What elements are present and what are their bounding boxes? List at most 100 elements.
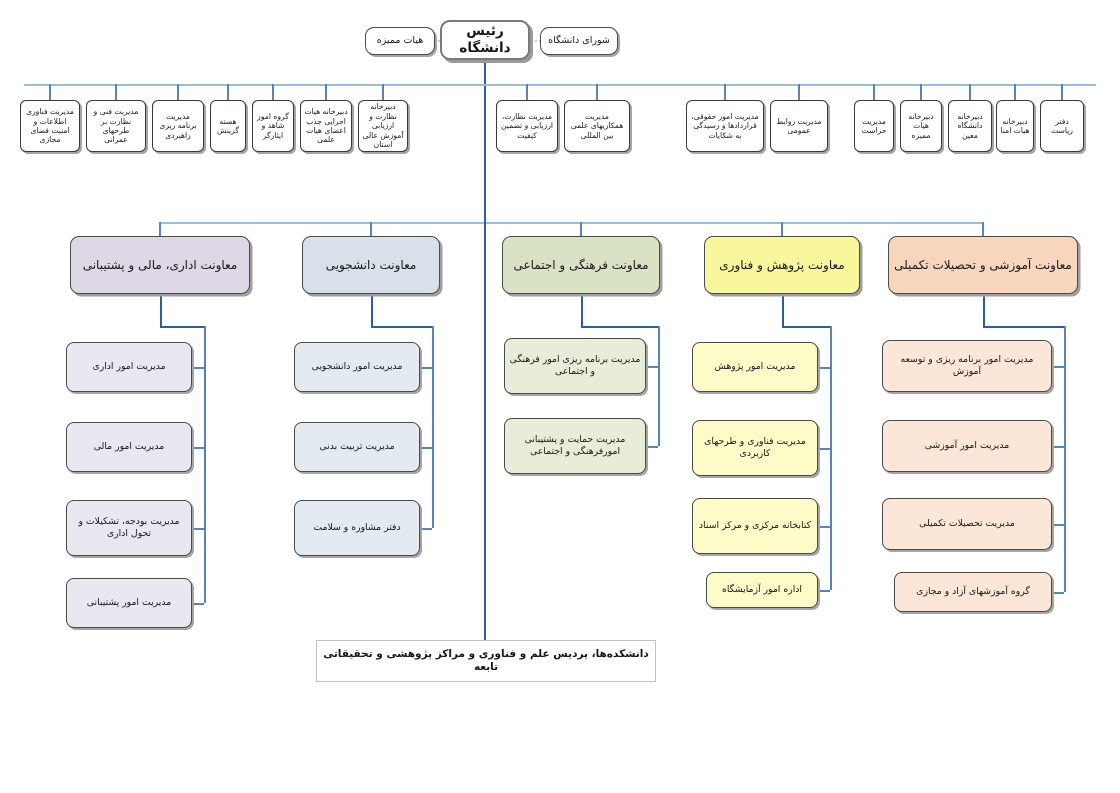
connector-vertical [581,294,583,326]
staff-unit-node-label: مدیریت برنامه ریزی راهبردی [159,111,197,140]
unit-node[interactable]: مدیریت امور مالی [66,422,192,472]
unit-node[interactable]: مدیریت فناوری و طرحهای کاربردی [692,420,818,476]
staff-unit-node[interactable]: مدیریت روابط عمومی [770,100,828,152]
deputy-node-administrative-label: معاونت اداری، مالی و پشتیبانی [82,257,238,272]
unit-node[interactable]: دفتر مشاوره و سلامت [294,500,420,556]
staff-unit-node[interactable]: هسته گزینش [210,100,246,152]
connector-vertical [580,222,582,236]
staff-unit-node-label: مدیریت نظارت، ارزیابی و تضمین کیفیت [501,111,553,140]
staff-unit-node-label: هسته گزینش [217,116,239,135]
unit-node-label: مدیریت برنامه ریزی امور فرهنگی و اجتماعی [509,354,641,377]
unit-node-label: مدیریت حمایت و پشتیبانی امورفرهنگی و اجت… [524,434,626,457]
connector-vertical [484,222,486,640]
connector-horizontal [420,447,432,449]
connector-vertical [724,84,726,100]
staff-unit-node[interactable]: دبیرخانه هیات اجرایی جذب اعضای هیات علمی [300,100,352,152]
unit-node-label: مدیریت بودجه، تشکیلات و تحول اداری [78,516,180,539]
connector-vertical [177,84,179,100]
president-node[interactable]: رئیس دانشگاه [440,20,530,60]
connector-vertical [1064,326,1066,592]
staff-unit-node-label: مدیریت همکاریهای علمی بین المللی [570,111,624,140]
connector-vertical [371,294,373,326]
staff-unit-node-label: دبیرخانه هیات ممیزه [908,111,934,140]
unit-node[interactable]: مدیریت امور دانشجویی [294,342,420,392]
staff-unit-node-label: دبیرخانه هیات اجرایی جذب اعضای هیات علمی [304,107,348,145]
connector-horizontal [160,222,983,224]
staff-unit-node[interactable]: دبیرخانه دانشگاه معین [948,100,992,152]
unit-node-label: اداره امور آزمایشگاه [721,584,803,596]
staff-unit-node-label: مدیریت فناوری اطلاعات و امنیت فضای مجازی [26,107,74,145]
connector-vertical [983,294,985,326]
deputy-node-research-label: معاونت پژوهش و فناوری [719,257,845,272]
staff-unit-node-label: مدیریت حراست [861,116,887,135]
staff-unit-node[interactable]: مدیریت همکاریهای علمی بین المللی [564,100,630,152]
connector-vertical [1014,84,1016,100]
connector-horizontal [1052,524,1064,526]
unit-node[interactable]: اداره امور آزمایشگاه [706,572,818,608]
unit-node-label: گروه آموزشهای آزاد و مجازی [916,586,1030,598]
connector-vertical [160,294,162,326]
connector-dotted [531,40,541,42]
connector-vertical [159,222,161,236]
unit-node-label: مدیریت امور پژوهش [714,361,796,373]
staff-unit-node[interactable]: دبیرخانه هیات امنا [996,100,1034,152]
deputy-node-education[interactable]: معاونت آموزشی و تحصیلات تکمیلی [888,236,1078,294]
university-council-node[interactable]: شورای دانشگاه [540,27,618,55]
connector-horizontal [818,590,830,592]
staff-unit-node-label: مدیریت روابط عمومی [776,116,822,135]
staff-unit-node-label: دبیرخانه هیات امنا [1000,116,1030,135]
unit-node[interactable]: مدیریت امور برنامه ریزی و توسعه آموزش [882,340,1052,392]
deputy-node-administrative[interactable]: معاونت اداری، مالی و پشتیبانی [70,236,250,294]
unit-node[interactable]: مدیریت بودجه، تشکیلات و تحول اداری [66,500,192,556]
connector-vertical [227,84,229,100]
deputy-node-student[interactable]: معاونت دانشجویی [302,236,440,294]
connector-vertical [382,84,384,100]
staff-unit-node-label: مدیریت فنی و نظارت بر طرحهای عمرانی [93,107,139,145]
unit-node-label: مدیریت تربیت بدنی [319,441,395,453]
unit-node[interactable]: گروه آموزشهای آزاد و مجازی [894,572,1052,612]
unit-node-label: مدیریت امور اداری [92,361,166,373]
staff-unit-node[interactable]: مدیریت فنی و نظارت بر طرحهای عمرانی [86,100,146,152]
connector-vertical [782,294,784,326]
staff-unit-node[interactable]: دبیرخانه هیات ممیزه [900,100,942,152]
deputy-node-research[interactable]: معاونت پژوهش و فناوری [704,236,860,294]
connector-horizontal [24,84,1096,86]
affiliated-units-node[interactable]: دانشکده‌ها، پردیس علم و فناوری و مراکز پ… [316,640,656,682]
staff-unit-node[interactable]: دفتر ریاست [1040,100,1084,152]
connector-horizontal [192,603,204,605]
connector-horizontal [371,326,432,328]
unit-node[interactable]: مدیریت تحصیلات تکمیلی [882,498,1052,550]
deputy-node-cultural[interactable]: معاونت فرهنگی و اجتماعی [502,236,660,294]
unit-node[interactable]: مدیریت حمایت و پشتیبانی امورفرهنگی و اجت… [504,418,646,474]
staff-unit-node[interactable]: مدیریت حراست [854,100,894,152]
connector-vertical [830,326,832,590]
connector-horizontal [192,528,204,530]
staff-unit-node[interactable]: مدیریت نظارت، ارزیابی و تضمین کیفیت [496,100,558,152]
connector-horizontal [646,366,658,368]
staff-unit-node[interactable]: دبیرخانه نظارت و ارزیابی آموزش عالی استا… [358,100,408,152]
connector-dotted [435,40,443,42]
affiliated-units-node-label: دانشکده‌ها، پردیس علم و فناوری و مراکز پ… [323,647,649,673]
staff-unit-node[interactable]: مدیریت فناوری اطلاعات و امنیت فضای مجازی [20,100,80,152]
unit-node[interactable]: مدیریت امور اداری [66,342,192,392]
connector-vertical [325,84,327,100]
connector-vertical [370,222,372,236]
unit-node-label: مدیریت امور دانشجویی [311,361,403,373]
audit-board-node[interactable]: هیات ممیزه [365,27,435,55]
unit-node[interactable]: مدیریت امور آموزشی [882,420,1052,472]
audit-board-node-label: هیات ممیزه [376,35,424,47]
unit-node[interactable]: مدیریت امور پژوهش [692,342,818,392]
connector-vertical [526,84,528,100]
unit-node[interactable]: مدیریت امور پشتیبانی [66,578,192,628]
connector-vertical [596,84,598,100]
staff-unit-node[interactable]: مدیریت امور حقوقی، قراردادها و رسیدگی به… [686,100,764,152]
staff-unit-node[interactable]: مدیریت برنامه ریزی راهبردی [152,100,204,152]
unit-node[interactable]: مدیریت برنامه ریزی امور فرهنگی و اجتماعی [504,338,646,394]
staff-unit-node[interactable]: گروه امور شاهد و ایثارگر [252,100,294,152]
unit-node-label: مدیریت امور آموزشی [924,440,1010,452]
unit-node[interactable]: کتابخانه مرکزی و مرکز اسناد [692,498,818,554]
unit-node[interactable]: مدیریت تربیت بدنی [294,422,420,472]
unit-node-label: مدیریت فناوری و طرحهای کاربردی [704,436,806,459]
connector-horizontal [1052,592,1064,594]
connector-horizontal [160,326,204,328]
